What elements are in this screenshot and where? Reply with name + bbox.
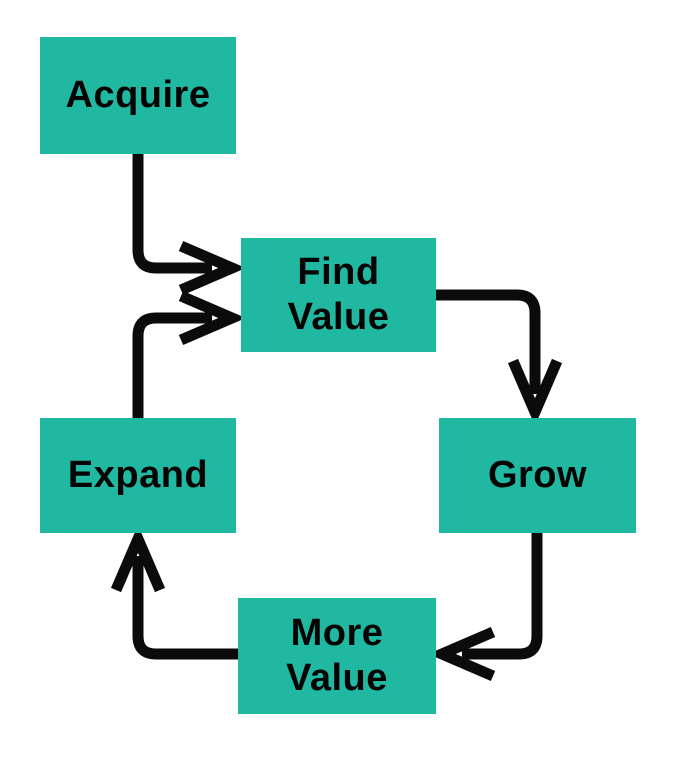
node-find-value-label: Find Value (287, 251, 390, 338)
node-acquire: Acquire (40, 37, 236, 154)
arrowhead-right-icon (178, 240, 246, 296)
node-more-value: More Value (238, 598, 436, 714)
node-acquire-label: Acquire (65, 74, 211, 116)
node-expand: Expand (40, 418, 236, 533)
arrow-expand-to-find-value (132, 290, 246, 420)
arrowhead-left-icon (428, 626, 496, 682)
arrowhead-down-icon (507, 358, 563, 426)
node-grow: Grow (439, 418, 636, 533)
arrow-find-value-to-grow (434, 289, 563, 426)
arrow-acquire-to-find-value (132, 152, 246, 296)
node-expand-label: Expand (67, 454, 209, 496)
arrow-grow-to-more-value (428, 531, 543, 682)
arrowhead-up-icon (110, 525, 166, 593)
node-find-value: Find Value (241, 238, 436, 352)
node-more-value-label: More Value (286, 612, 388, 699)
arrowhead-right-icon (178, 290, 246, 346)
node-grow-label: Grow (487, 454, 588, 496)
arrow-more-value-to-expand (110, 525, 240, 660)
